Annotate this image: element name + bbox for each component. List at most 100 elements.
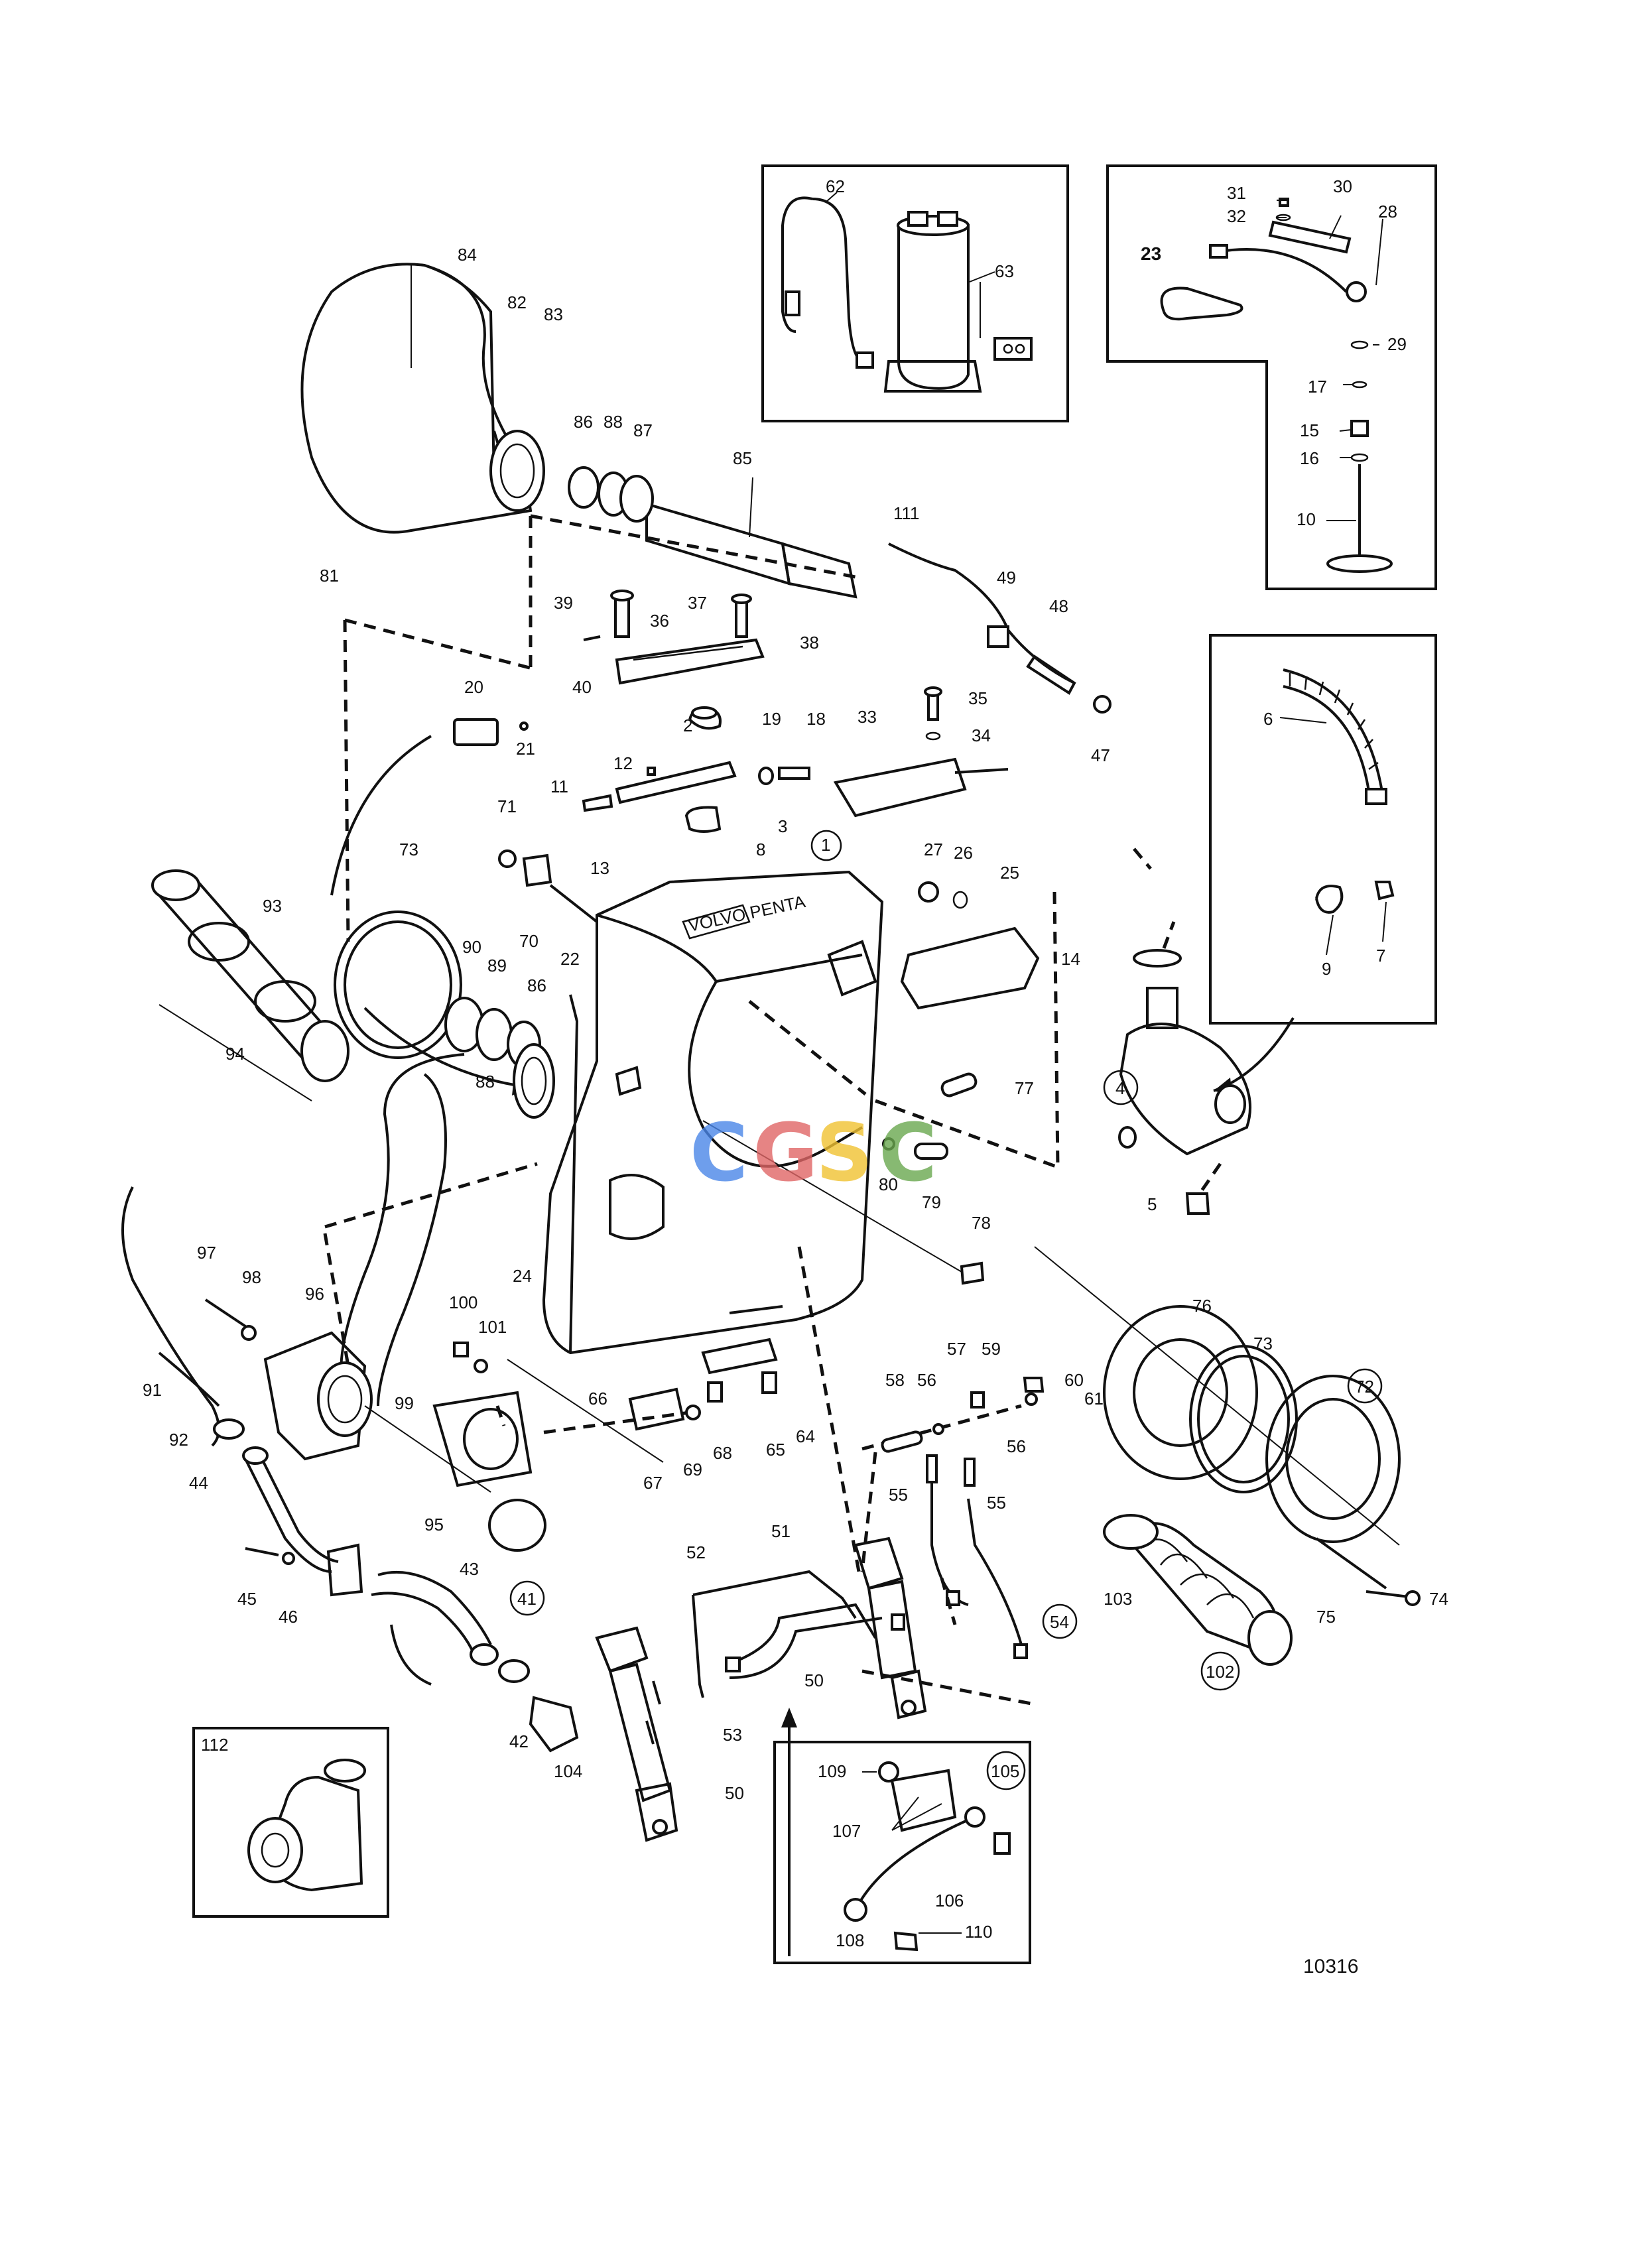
- block-25: [900, 881, 1040, 1010]
- callout-85: 85: [733, 448, 752, 468]
- nipple-60: [1023, 1377, 1045, 1393]
- callout-56-right: 56: [1007, 1436, 1026, 1456]
- callout-108: 108: [836, 1930, 864, 1950]
- callout-79: 79: [922, 1192, 941, 1212]
- oring-14: [1133, 949, 1182, 968]
- callout-19: 19: [762, 709, 781, 729]
- bolt-100: [453, 1342, 469, 1357]
- callout-15: 15: [1300, 420, 1319, 440]
- callout-31: 31: [1227, 183, 1246, 203]
- washer-61: [1025, 1393, 1038, 1406]
- callout-88-top: 88: [604, 412, 623, 432]
- cover-99: [432, 1391, 533, 1487]
- callout-12: 12: [613, 753, 633, 773]
- callout-36: 36: [650, 611, 669, 631]
- callout-102: 102: [1206, 1662, 1234, 1682]
- callout-58: 58: [885, 1370, 905, 1390]
- bracket-33: [833, 686, 1009, 818]
- callout-72: 72: [1355, 1377, 1374, 1397]
- callout-3: 3: [778, 816, 787, 836]
- watermark-letter-s: S: [816, 1107, 873, 1200]
- callout-47: 47: [1091, 745, 1110, 765]
- callout-9: 9: [1322, 959, 1331, 979]
- callout-40: 40: [572, 677, 592, 697]
- callout-21: 21: [516, 739, 535, 759]
- callout-74: 74: [1429, 1589, 1448, 1609]
- bellows-102: [1103, 1514, 1293, 1666]
- watermark-letter-c1: C: [690, 1107, 748, 1200]
- plug-5: [1185, 1192, 1210, 1215]
- callout-90: 90: [462, 937, 481, 957]
- screw-68: [707, 1381, 723, 1403]
- hose-96: [340, 1053, 465, 1407]
- callout-95: 95: [424, 1515, 444, 1534]
- callout-62: 62: [826, 176, 845, 196]
- callout-101: 101: [478, 1317, 507, 1337]
- pin-77: [940, 1072, 978, 1097]
- screw-21: [519, 721, 529, 731]
- callout-63: 63: [995, 261, 1014, 281]
- callout-86-mid: 86: [527, 975, 546, 995]
- callout-69: 69: [683, 1460, 702, 1479]
- callout-105: 105: [991, 1761, 1019, 1781]
- callout-73-right: 73: [1253, 1334, 1273, 1353]
- callout-45: 45: [237, 1589, 257, 1609]
- callout-7: 7: [1376, 946, 1385, 966]
- callout-104: 104: [554, 1761, 582, 1781]
- nut-71: [498, 849, 517, 868]
- callout-13: 13: [590, 858, 609, 878]
- inset-pump-motor: [761, 164, 1069, 422]
- washer-69: [685, 1405, 701, 1420]
- callout-92: 92: [169, 1430, 188, 1450]
- callout-28: 28: [1378, 202, 1397, 221]
- callout-99: 99: [395, 1393, 414, 1413]
- callout-23: 23: [1141, 243, 1161, 264]
- callout-18: 18: [806, 709, 826, 729]
- callout-34: 34: [972, 725, 991, 745]
- callout-56-top: 56: [917, 1370, 936, 1390]
- callout-50-right: 50: [804, 1670, 824, 1690]
- callout-4: 4: [1115, 1078, 1125, 1098]
- callout-106: 106: [935, 1891, 964, 1910]
- callout-96: 96: [305, 1284, 324, 1304]
- callout-87: 87: [633, 420, 653, 440]
- callout-2: 2: [683, 716, 692, 735]
- callout-46: 46: [279, 1607, 298, 1627]
- callout-68: 68: [713, 1443, 732, 1463]
- callout-32: 32: [1227, 206, 1246, 226]
- bell-housing-81: [300, 263, 545, 534]
- callout-1: 1: [821, 835, 830, 855]
- callout-8: 8: [756, 840, 765, 859]
- callout-11: 11: [550, 777, 568, 796]
- bracket-64: [701, 1338, 778, 1375]
- pin-58: [881, 1430, 923, 1453]
- callout-82: 82: [507, 292, 527, 312]
- callout-50-left: 50: [725, 1783, 744, 1803]
- callout-6: 6: [1263, 709, 1273, 729]
- callout-29: 29: [1387, 334, 1407, 354]
- callout-75: 75: [1316, 1607, 1336, 1627]
- callout-26: 26: [954, 843, 973, 863]
- callout-42: 42: [509, 1731, 529, 1751]
- callout-49: 49: [997, 568, 1016, 588]
- callout-112: 112: [201, 1735, 228, 1755]
- callout-109: 109: [818, 1761, 846, 1781]
- callout-86-top: 86: [574, 412, 593, 432]
- callout-43: 43: [460, 1559, 479, 1579]
- callout-94: 94: [225, 1044, 245, 1064]
- callout-65: 65: [766, 1440, 785, 1460]
- hydraulic-lines: [692, 1570, 883, 1698]
- callout-44: 44: [189, 1473, 208, 1493]
- callout-33: 33: [858, 707, 877, 727]
- inset-shift-parts: [1106, 164, 1437, 590]
- hoses-55: [926, 1454, 1028, 1659]
- hose-91: [121, 1186, 220, 1447]
- watermark-logo: C G S C: [690, 1107, 937, 1200]
- stud-22: [549, 884, 598, 923]
- callout-60: 60: [1064, 1370, 1084, 1390]
- pipe-44: [242, 1446, 363, 1597]
- callout-73-left: 73: [399, 840, 418, 859]
- plate-20: [453, 718, 499, 746]
- callout-59: 59: [982, 1339, 1001, 1359]
- callout-22: 22: [560, 949, 580, 969]
